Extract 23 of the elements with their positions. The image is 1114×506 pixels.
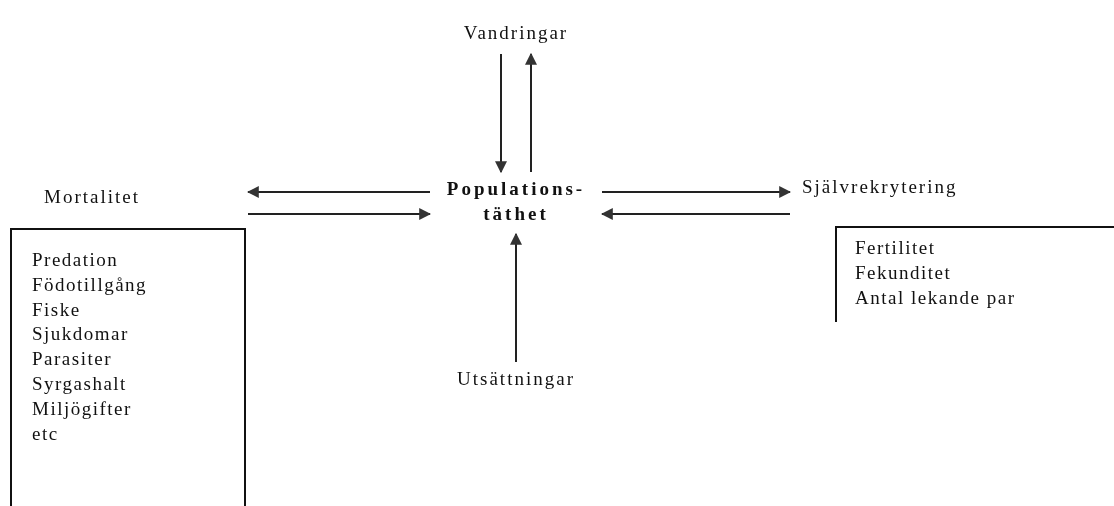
list-item: Sjukdomar <box>32 322 130 347</box>
list-item: Födotillgång <box>32 272 149 297</box>
group-heading: Mortalitet <box>44 186 140 208</box>
list-item: Fertilitet <box>855 236 937 260</box>
list-item: etc <box>32 421 60 446</box>
factor-label: Utsättningar <box>440 366 592 396</box>
factor-label: Vandringar <box>440 20 592 50</box>
arrow <box>510 232 522 363</box>
list-item: Fiske <box>32 297 82 322</box>
list-item: Antal lekande par <box>855 285 1017 310</box>
list-item: Syrgashalt <box>32 372 128 396</box>
arrow <box>525 52 537 173</box>
list-item: Predation <box>32 248 120 272</box>
arrow <box>495 53 507 174</box>
list-item: Miljögifter <box>32 396 133 421</box>
list-item: Parasiter <box>32 347 113 372</box>
arrow <box>246 186 431 198</box>
arrow <box>601 186 792 198</box>
group-heading: Självrekrytering <box>802 176 958 198</box>
central-concept-label: Populations- täthet <box>430 176 602 230</box>
arrow <box>247 208 432 220</box>
arrow <box>600 208 791 220</box>
list-item: Fekunditet <box>855 260 953 285</box>
